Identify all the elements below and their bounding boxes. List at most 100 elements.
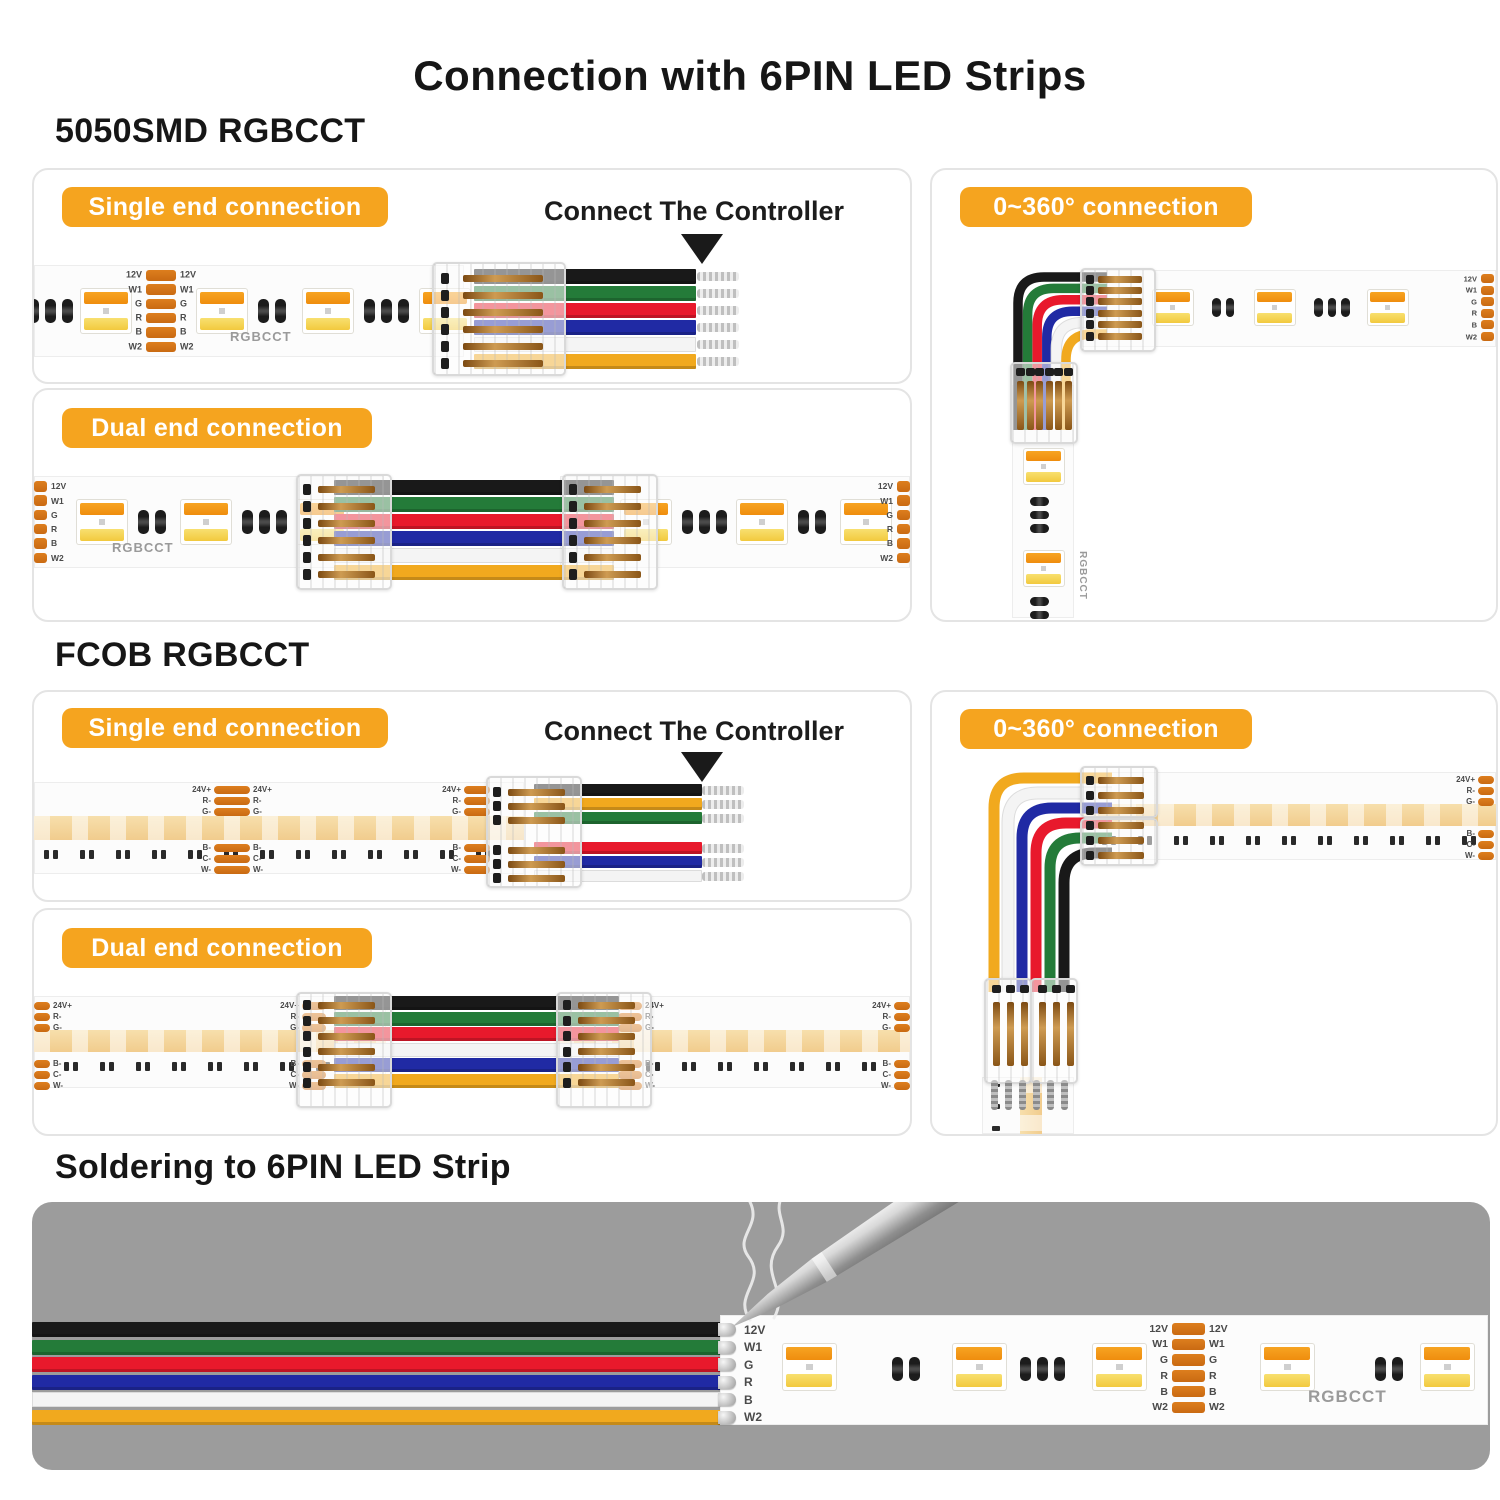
connector-clip [302, 569, 311, 580]
fcob-chip [244, 1062, 249, 1071]
fcob-chip [790, 1062, 795, 1071]
fcob-chip [1327, 836, 1332, 845]
connector-ridges [564, 476, 656, 588]
connector-clip [568, 518, 577, 529]
solder-pad [897, 523, 910, 535]
wire-green [334, 1011, 619, 1026]
led-chip-yellow-bar [1257, 312, 1293, 323]
connector-contact [318, 503, 376, 510]
connector-contact [1097, 286, 1143, 294]
wire-tip [697, 340, 739, 349]
led-chip [180, 499, 232, 545]
pin-label: B- [452, 843, 461, 852]
solder-pad [894, 1013, 910, 1021]
pin-label: R [180, 312, 187, 323]
connector-ridges [298, 476, 390, 588]
connector-contact [1017, 381, 1024, 430]
resistor [909, 1357, 920, 1381]
connector-contact [318, 520, 376, 527]
curved-wire-white [1002, 787, 1112, 992]
resistor [45, 299, 56, 323]
connector-contact [1067, 1002, 1074, 1066]
solder-pad [1172, 1354, 1205, 1366]
wire-yellow [334, 565, 614, 580]
diagram-fcob-angle: 24V+R-G-B-C-W- [932, 692, 1496, 1134]
strip-type-label: RGBCCT [230, 329, 292, 344]
fcob-chip [835, 1062, 840, 1071]
strip-connector [562, 474, 658, 590]
connector-clip [1085, 805, 1094, 815]
solder-pad [34, 1024, 50, 1032]
solder-pad [1481, 308, 1494, 318]
connector-clip [991, 985, 1001, 994]
solder-pad [894, 1071, 910, 1079]
solder-pad [146, 312, 176, 324]
solder-pad [1478, 852, 1494, 860]
led-chip-die [218, 308, 226, 314]
connector-contact [992, 1002, 1000, 1066]
connector-contact [584, 486, 642, 493]
solder-pad [464, 797, 490, 805]
connector-contact [318, 1048, 376, 1055]
pin-label: B [1160, 1385, 1168, 1398]
strip-connector [984, 978, 1032, 1084]
fcob-chip [269, 850, 274, 859]
solder-pad [897, 538, 910, 549]
led-chip-orange-bar [740, 503, 784, 516]
fcob-chip [64, 1062, 69, 1071]
panel-fcob-dual-end: 24V+R-G-B-C-W-24V+R-G-B-C-W-24V+R-G-B-C-… [32, 908, 912, 1136]
fcob-chip [1219, 836, 1224, 845]
connector-contact [318, 1063, 376, 1071]
solder-pad [214, 855, 250, 863]
wire-white [334, 548, 614, 563]
solder-pad [897, 509, 910, 521]
resistor [242, 510, 253, 534]
pin-label: R [135, 312, 143, 323]
connector-contact [1098, 776, 1145, 784]
connector-clip [492, 815, 501, 825]
connector-clip [1085, 320, 1094, 330]
pin-label: R- [202, 796, 211, 805]
pin-label: W- [53, 1081, 64, 1090]
fcob-chip [341, 850, 346, 859]
pin-label: G- [202, 807, 211, 816]
fcob-chip [368, 850, 373, 859]
led-chip [1092, 1343, 1147, 1392]
solder-pad [897, 495, 910, 506]
connector-clip [562, 1062, 571, 1072]
connector-contact [584, 554, 642, 561]
led-chip [1367, 289, 1409, 326]
fcob-chip [1246, 836, 1251, 845]
wire-stub [990, 1080, 998, 1110]
pin-label: W2 [180, 341, 194, 352]
connector-contact [578, 1032, 636, 1040]
pin-label: R [886, 523, 893, 534]
connector-contact [1097, 309, 1143, 317]
fcob-chip [197, 850, 202, 859]
pin-label: W2 [880, 552, 893, 563]
solder-pad [214, 808, 250, 816]
connector-ridges [488, 778, 580, 886]
solder-pad [1172, 1385, 1205, 1398]
pin-label: G- [452, 807, 461, 816]
connector-clip [1066, 985, 1075, 994]
connector-clip [492, 859, 501, 869]
pin-label: C- [202, 854, 211, 863]
connector-clip [492, 873, 501, 883]
wire-tip [697, 306, 739, 315]
wire-stub [1060, 1080, 1068, 1110]
wire-red [334, 1027, 619, 1041]
pin-label: 12V [1209, 1322, 1228, 1335]
led-chip-orange-bar [200, 292, 244, 305]
connector-clip [492, 801, 501, 811]
page-title: Connection with 6PIN LED Strips [413, 52, 1087, 99]
resistor [155, 510, 166, 534]
solder-pad [1481, 274, 1494, 283]
led-chip [1023, 448, 1065, 485]
led-chip-yellow-bar [200, 317, 244, 330]
fcob-chip [172, 1062, 177, 1071]
led-chip-yellow-bar [956, 1374, 1003, 1387]
pin-label: R [51, 523, 58, 534]
